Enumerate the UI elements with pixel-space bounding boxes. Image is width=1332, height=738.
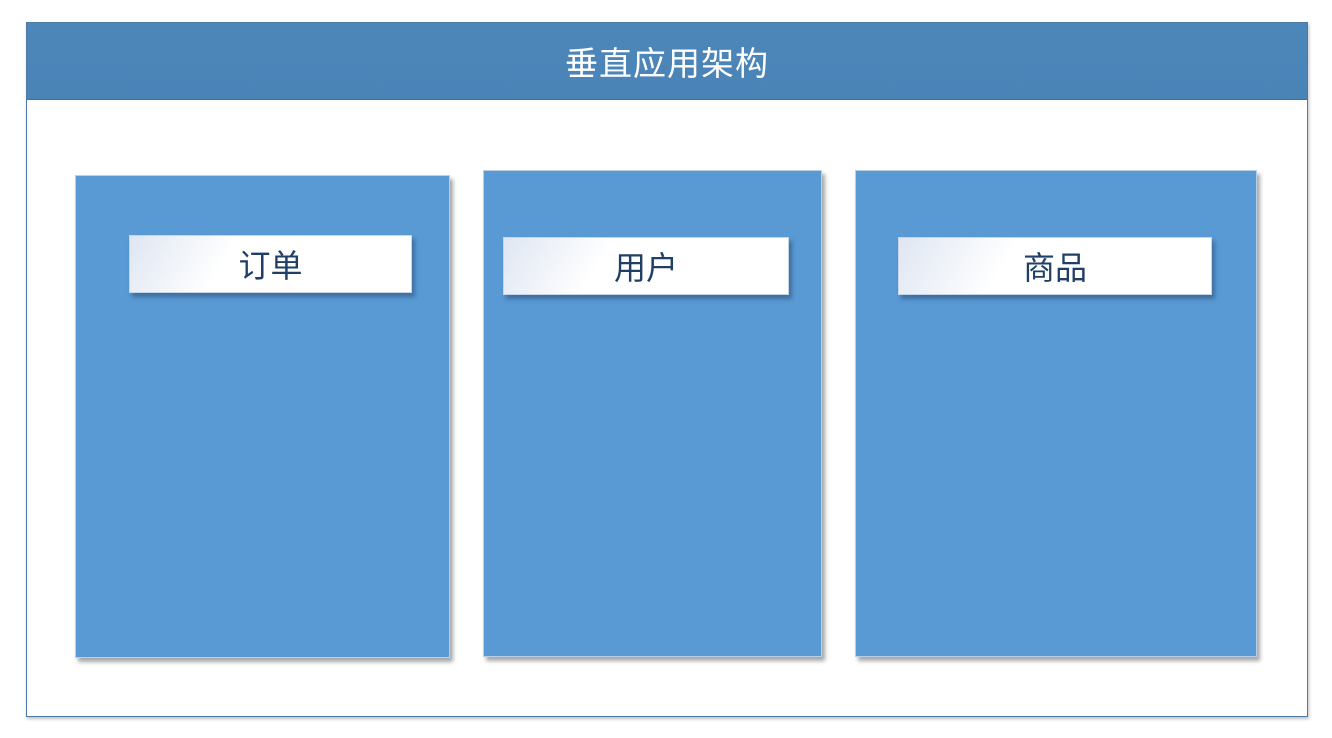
module-order-label: 订单 bbox=[129, 235, 412, 293]
module-user-label: 用户 bbox=[503, 237, 789, 295]
frame-header: 垂直应用架构 bbox=[27, 23, 1307, 100]
module-user: 用户 bbox=[483, 170, 822, 657]
module-order: 订单 bbox=[75, 175, 450, 658]
module-product: 商品 bbox=[855, 170, 1257, 657]
module-product-label: 商品 bbox=[898, 237, 1212, 295]
diagram-title: 垂直应用架构 bbox=[565, 44, 769, 83]
